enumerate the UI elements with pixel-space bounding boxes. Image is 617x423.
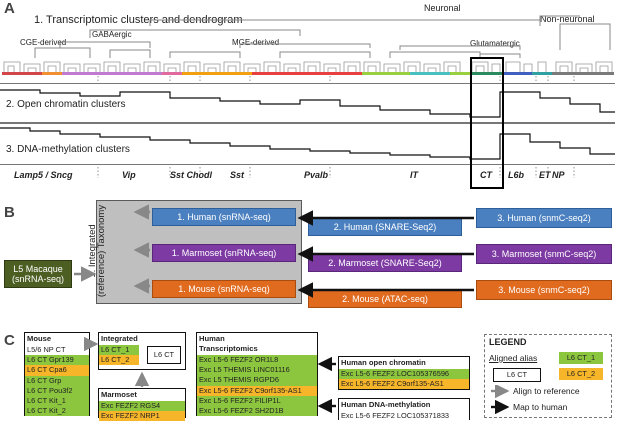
mouse-row: L5/6 NP CT (25, 345, 89, 356)
marmoset-row: Exc FEZF2 RGS4 (99, 401, 185, 412)
class-et: ET (539, 170, 551, 180)
human-me-title: Human DNA-methylation (341, 400, 431, 409)
human-me-row: Exc L5-6 FEZF2 LOC105371833 (339, 411, 469, 422)
gabaergic-label: GABAergic (92, 30, 132, 39)
marmoset-snrna-box: 1. Marmoset (snRNA-seq) (152, 244, 296, 262)
macaque-box: L5 Macaque (snRNA-seq) (4, 260, 72, 288)
marmoset-title: Marmoset (101, 390, 137, 399)
human-tx-subtitle: Transcriptomics (199, 344, 258, 353)
marmoset-cluster-box: Marmoset Exc FEZF2 RGS4 Exc FEZF2 NRP1 (98, 388, 186, 422)
legend-l6ct2-swatch: L6 CT_2 (559, 368, 603, 380)
human-tx-row: Exc L5 THEMIS LINC01116 (197, 365, 317, 376)
legend-title: LEGEND (489, 337, 527, 347)
integrated-row: L6 CT_1 (99, 345, 139, 356)
transcriptomic-title: 1. Transcriptomic clusters and dendrogra… (34, 14, 243, 26)
panel-a-letter: A (4, 0, 15, 17)
human-oc-title: Human open chromatin (341, 358, 426, 367)
open-chromatin-steps (0, 89, 615, 118)
legend-l6ct1-swatch: L6 CT_1 (559, 352, 603, 364)
panel-b-letter: B (4, 204, 15, 221)
non-neuronal-label: Non-neuronal (540, 14, 595, 24)
human-oc-row: Exc L5-6 FEZF2 LOC105376596 (339, 369, 469, 380)
class-np: NP (552, 170, 565, 180)
glutamatergic-label: Glutamatergic (470, 39, 520, 48)
panel-b-arrows (74, 204, 474, 298)
class-pvalb: Pvalb (304, 170, 329, 180)
ct-highlight-box (470, 57, 504, 189)
methylation-steps (0, 127, 615, 160)
mouse-row: L6 CT Gpr139 (25, 355, 89, 366)
human-snrna-box: 1. Human (snRNA-seq) (152, 208, 296, 226)
open-chromatin-label: 2. Open chromatin clusters (6, 99, 126, 110)
open-chromatin-track: 2. Open chromatin clusters (0, 83, 615, 123)
human-tx-row: Exc L5-6 FEZF2 C9orf135-AS1 (197, 385, 317, 396)
class-vip: Vip (122, 170, 136, 180)
mouse-row: L6 CT Kit_1 (25, 395, 89, 407)
methylation-track: 3. DNA-methylation clusters (0, 123, 615, 165)
mge-derived-label: MGE-derived (232, 38, 280, 47)
human-tx-row: Exc L5-6 FEZF2 SH2D1B (197, 405, 317, 417)
legend-l6ct-swatch: L6 CT (493, 368, 541, 382)
human-transcriptomics-box: Human Transcriptomics Exc L5-6 FEZF2 OR1… (196, 332, 318, 417)
legend-aligned-alias: Aligned alias (489, 353, 538, 363)
cge-derived-label: CGE-derived (20, 38, 67, 47)
human-oc-row: Exc L5-6 FEZF2 C9orf135-AS1 (339, 379, 469, 390)
human-tx-row: Exc L5 THEMIS RGPD6 (197, 375, 317, 386)
panel-c-arrows (84, 336, 336, 414)
legend-box: LEGEND Aligned alias L6 CT_1 L6 CT L6 CT… (484, 334, 612, 418)
human-tx-title: Human (199, 334, 225, 343)
human-open-chromatin-box: Human open chromatin Exc L5-6 FEZF2 LOC1… (338, 356, 470, 390)
human-methylation-box: Human DNA-methylation Exc L5-6 FEZF2 LOC… (338, 398, 470, 422)
panel-c-letter: C (4, 332, 15, 349)
mouse-snmc-box: 3. Mouse (snmC-seq2) (476, 280, 612, 300)
mouse-row: L6 CT Pou3f2 (25, 385, 89, 396)
legend-map-label: Map to human (513, 402, 568, 412)
class-lamp5-sncg: Lamp5 / Sncg (14, 170, 73, 180)
methylation-label: 3. DNA-methylation clusters (6, 144, 130, 155)
class-sst-chodl: Sst Chodl (170, 170, 212, 180)
mouse-row: L6 CT Kit_2 (25, 406, 89, 417)
class-l6b: L6b (508, 170, 525, 180)
legend-align-label: Align to reference (513, 386, 580, 396)
mouse-title: Mouse (27, 334, 52, 343)
human-snmc-box: 3. Human (snmC-seq2) (476, 208, 612, 228)
mouse-cluster-box: Mouse L5/6 NP CT L6 CT Gpr139 L6 CT Cpa6… (24, 332, 90, 417)
class-ct: CT (480, 170, 492, 180)
human-tx-row: Exc L5-6 FEZF2 OR1L8 (197, 355, 317, 366)
mouse-snrna-box: 1. Mouse (snRNA-seq) (152, 280, 296, 298)
integrated-title: Integrated (101, 334, 138, 343)
class-it: IT (410, 170, 418, 180)
marmoset-row: Exc FEZF2 NRP1 (99, 411, 185, 422)
mouse-row: L6 CT Grp (25, 375, 89, 386)
integrated-cluster-box: Integrated L6 CT_1 L6 CT_2 L6 CT (98, 332, 186, 370)
neuronal-label: Neuronal (424, 3, 461, 13)
integrated-reference: L6 CT (147, 346, 181, 364)
marmoset-snmc-box: 3. Marmoset (snmC-seq2) (476, 244, 612, 264)
human-tx-row: Exc L5-6 FEZF2 FILIP1L (197, 395, 317, 406)
integrated-row: L6 CT_2 (99, 355, 139, 366)
class-sst: Sst (230, 170, 245, 180)
legend-arrow-icons (491, 385, 510, 415)
mouse-row: L6 CT Cpa6 (25, 365, 89, 376)
